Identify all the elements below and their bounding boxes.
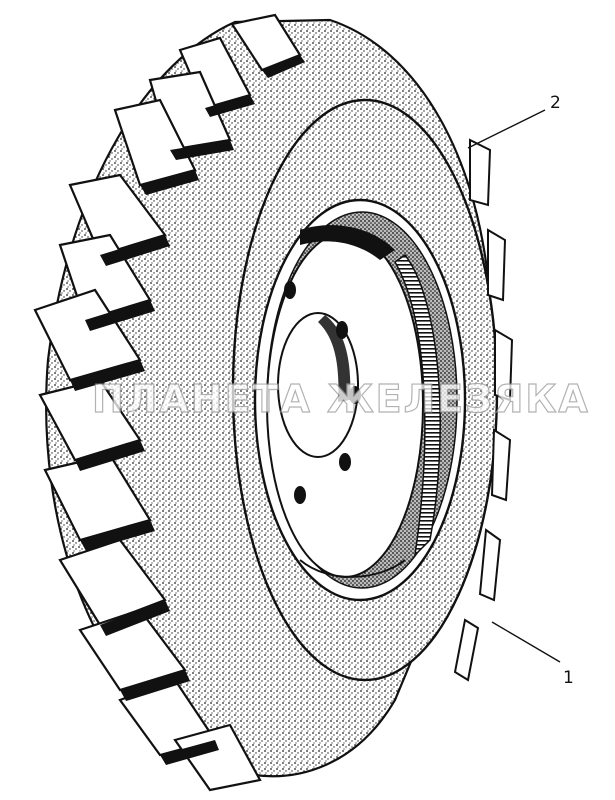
callout-1: 1 — [491, 621, 574, 688]
watermark-text: ПЛАНЕТА ЖЕЛЕЗЯКА — [92, 377, 590, 421]
callout-2: 2 — [467, 93, 561, 149]
callout-2-label: 2 — [550, 93, 561, 113]
callout-1-label: 1 — [563, 668, 574, 688]
wheel-rim — [253, 198, 467, 602]
